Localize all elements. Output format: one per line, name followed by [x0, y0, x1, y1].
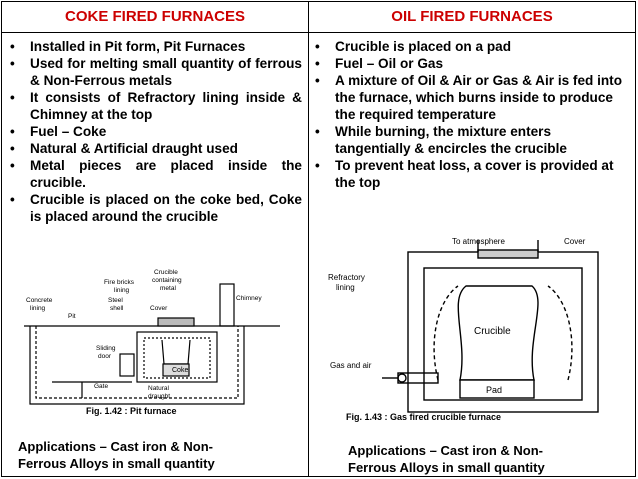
- oil-fig-caption: Fig. 1.43 : Gas fired crucible furnace: [346, 412, 501, 422]
- coke-fig-label: Coke: [172, 367, 188, 374]
- fig-label: shell: [110, 305, 124, 312]
- oil-applications-line: Applications – Cast iron & Non-: [348, 443, 544, 458]
- fig-label: lining: [114, 287, 130, 294]
- fig-label: Sliding: [96, 345, 116, 352]
- coke-bullet: Used for melting small quantity of ferro…: [4, 55, 302, 89]
- fig-label: Pit: [68, 313, 76, 320]
- fig-label: Refractory: [328, 273, 365, 282]
- fig-label: Cover: [564, 237, 586, 246]
- coke-bullet: Fuel – Coke: [4, 123, 302, 140]
- oil-bullet: To prevent heat loss, a cover is provide…: [309, 157, 629, 191]
- fig-label: containing: [152, 277, 182, 284]
- fig-label: Crucible: [154, 269, 178, 276]
- oil-applications: Applications – Cast iron & Non- Ferrous …: [348, 442, 618, 476]
- fig-label: Steel: [108, 297, 123, 304]
- fig-label: lining: [30, 305, 46, 312]
- fig-label: door: [98, 353, 112, 360]
- oil-bullet: A mixture of Oil & Air or Gas & Air is f…: [309, 72, 629, 123]
- oil-applications-line: Ferrous Alloys in small quantity: [348, 460, 545, 475]
- coke-bullet: Natural & Artificial draught used: [4, 140, 302, 157]
- oil-bullets: Crucible is placed on a pad Fuel – Oil o…: [309, 38, 629, 191]
- fig-label: Gate: [94, 383, 108, 390]
- coke-bullet: It consists of Refractory lining inside …: [4, 89, 302, 123]
- gas-furnace-figure: To atmosphere Cover Refractory lining Cr…: [328, 237, 599, 422]
- coke-applications: Applications – Cast iron & Non- Ferrous …: [18, 438, 288, 472]
- oil-bullet: Crucible is placed on a pad: [309, 38, 629, 55]
- header-divider: [2, 32, 635, 33]
- coke-applications-line: Ferrous Alloys in small quantity: [18, 456, 215, 471]
- coke-applications-line: Applications – Cast iron & Non-: [18, 439, 214, 454]
- column-divider: [308, 2, 309, 476]
- oil-bullet: While burning, the mixture enters tangen…: [309, 123, 629, 157]
- fig-label: Fire bricks: [104, 279, 135, 286]
- coke-bullet: Metal pieces are placed inside the cruci…: [4, 157, 302, 191]
- fig-label: Concrete: [26, 297, 53, 304]
- fig-label: metal: [160, 285, 176, 292]
- fig-label: Gas and air: [330, 361, 372, 370]
- oil-header: OIL FIRED FURNACES: [391, 8, 553, 25]
- pit-furnace-figure: Coke Crucible containing metal Fire bric…: [24, 269, 280, 416]
- coke-bullet: Installed in Pit form, Pit Furnaces: [4, 38, 302, 55]
- fig-label: Chimney: [236, 295, 262, 302]
- fig-label: Natural: [148, 385, 170, 392]
- coke-fig-caption: Fig. 1.42 : Pit furnace: [86, 406, 177, 416]
- coke-header: COKE FIRED FURNACES: [64, 8, 245, 25]
- fig-label: Cover: [150, 305, 168, 312]
- coke-bullets: Installed in Pit form, Pit Furnaces Used…: [4, 38, 302, 225]
- fig-label: Pad: [486, 385, 502, 395]
- fig-label: To atmosphere: [452, 237, 505, 246]
- fig-label: Crucible: [474, 326, 511, 337]
- coke-bullet: Crucible is placed on the coke bed, Coke…: [4, 191, 302, 225]
- fig-label: lining: [336, 283, 355, 292]
- oil-bullet: Fuel – Oil or Gas: [309, 55, 629, 72]
- fig-label: draught: [148, 393, 170, 400]
